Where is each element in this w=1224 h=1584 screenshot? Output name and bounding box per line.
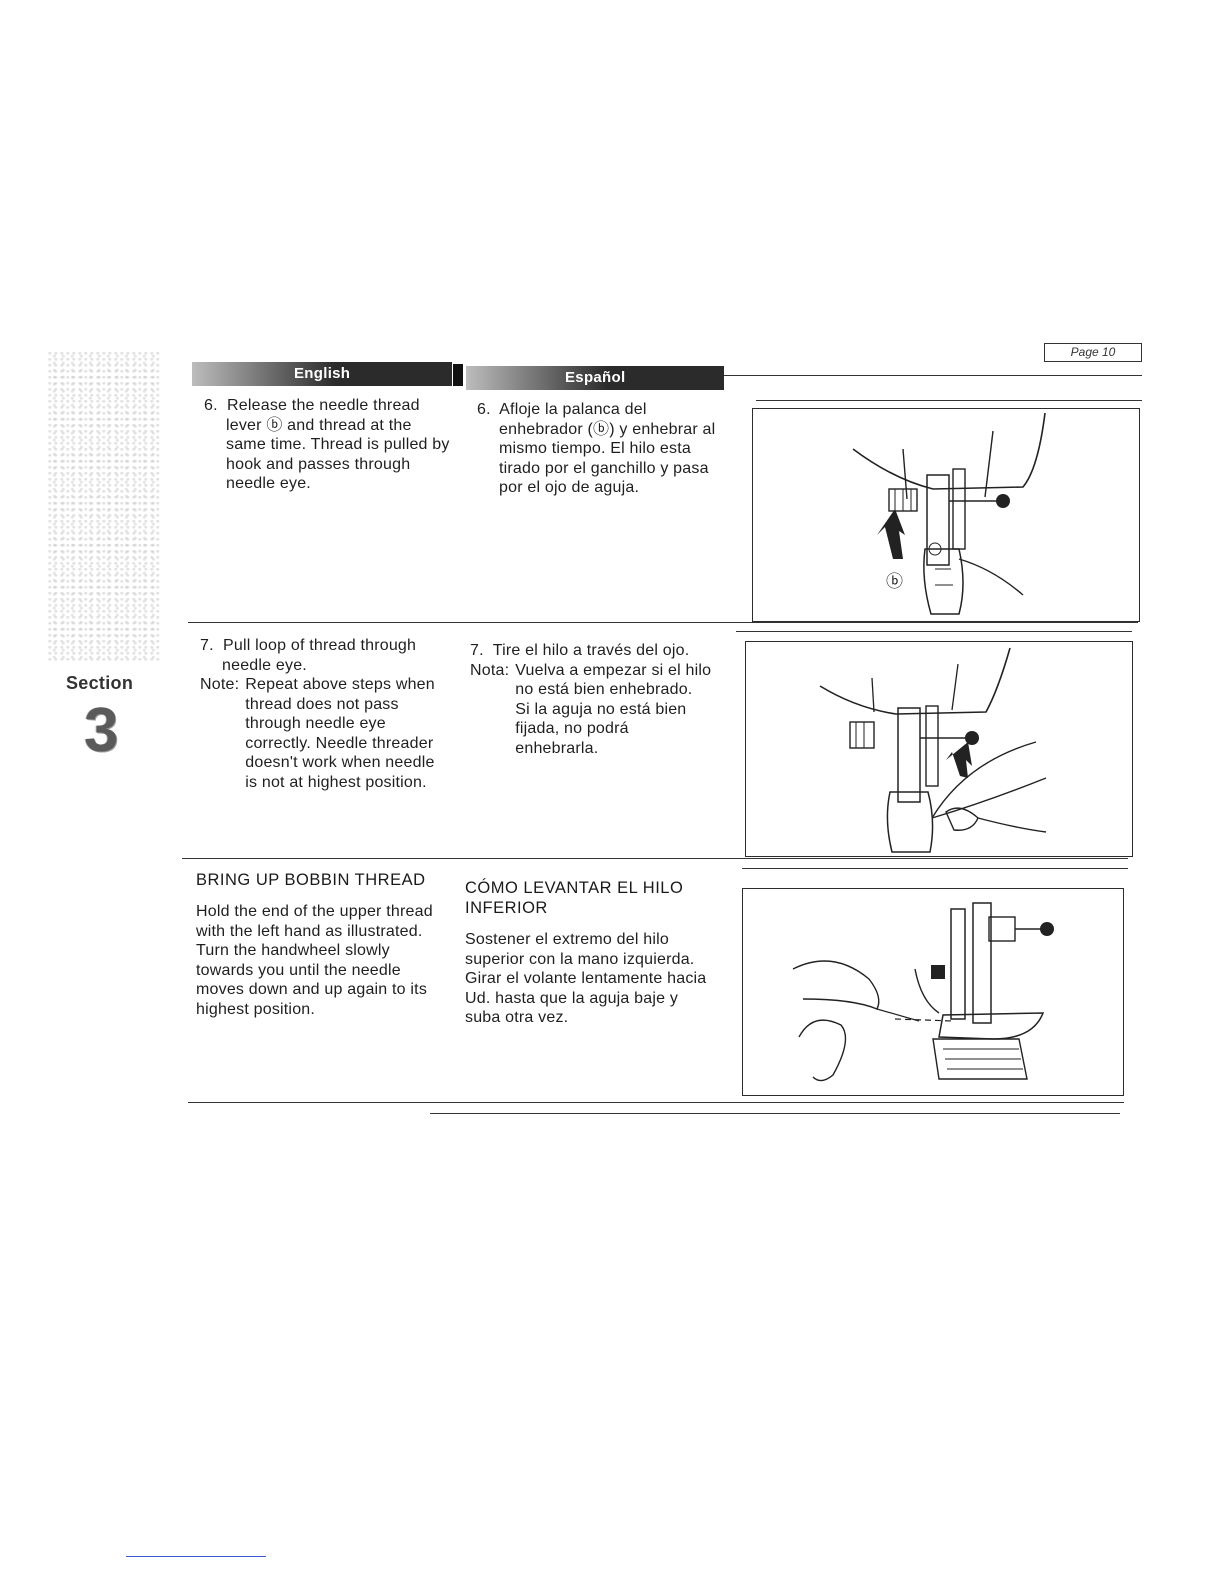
section-label: Section	[66, 673, 134, 693]
bobbin-es-p2: Girar el volante lentamente hacia Ud. ha…	[465, 970, 707, 1026]
header-rule	[724, 375, 1142, 376]
english-tab	[192, 362, 452, 386]
divider-2	[182, 858, 1128, 859]
figure1-top-rule	[756, 400, 1142, 401]
step6-en: 6. Release the needle thread lever ⓑ and…	[204, 396, 452, 494]
figure-pull-loop	[745, 641, 1133, 857]
figure1-label-b: ⓑ	[886, 572, 903, 591]
bobbin-en-p2: Turn the handwheel slowly towards you un…	[196, 942, 428, 1018]
section-number: 3	[84, 696, 119, 765]
divider-1b	[736, 631, 1132, 632]
step7-en-text: Pull loop of thread through needle eye.	[222, 637, 417, 674]
step7-es-num: 7.	[470, 642, 484, 659]
step6-es-text: Afloje la palanca del enhebrador (ⓑ) y e…	[499, 401, 716, 496]
step7-es-note-label: Nota:	[470, 661, 510, 679]
divider-3b	[430, 1113, 1120, 1114]
step7-en: 7. Pull loop of thread through needle ey…	[200, 636, 444, 792]
bobbin-es: CÓMO LEVANTAR EL HILO INFERIOR Sostener …	[465, 878, 715, 1028]
bobbin-thread-illustration	[792, 902, 1054, 1082]
step7-es-note-text-2: Si la aguja no está bien fijada, no podr…	[515, 700, 687, 757]
step6-es-num: 6.	[477, 401, 491, 418]
section-tab-texture	[48, 352, 160, 662]
figure-needle-threader	[752, 408, 1140, 622]
step7-es: 7. Tire el hilo a través del ojo. Nota: …	[470, 641, 714, 758]
footer-blue-line	[126, 1556, 266, 1557]
bobbin-en-p1: Hold the end of the upper thread with th…	[196, 903, 433, 940]
bobbin-es-title: CÓMO LEVANTAR EL HILO INFERIOR	[465, 879, 684, 917]
step6-en-text: Release the needle thread lever ⓑ and th…	[226, 397, 450, 492]
step7-en-note-text: Repeat above steps when thread does not …	[245, 676, 435, 791]
spanish-tab-label: Español	[565, 369, 626, 386]
step6-en-num: 6.	[204, 397, 218, 414]
divider-2b	[742, 868, 1128, 869]
english-tab-label: English	[294, 365, 351, 382]
tab-divider	[453, 364, 463, 386]
step7-es-note-text-1: Vuelva a empezar si el hilo no está bien…	[515, 661, 712, 699]
page-number: Page 10	[1044, 343, 1142, 362]
step6-es: 6. Afloje la palanca del enhebrador (ⓑ) …	[477, 400, 727, 498]
pull-loop-illustration	[819, 647, 1047, 853]
step7-en-note-label: Note:	[200, 676, 240, 693]
needle-threader-illustration	[852, 412, 1046, 615]
step7-en-num: 7.	[200, 637, 214, 654]
bobbin-en: BRING UP BOBBIN THREAD Hold the end of t…	[196, 870, 436, 1019]
spanish-tab	[466, 366, 724, 390]
bobbin-es-p1: Sostener el extremo del hilo superior co…	[465, 931, 695, 968]
figure-bobbin-thread	[742, 888, 1124, 1096]
divider-1	[188, 622, 1138, 623]
step7-es-text: Tire el hilo a través del ojo.	[492, 642, 690, 659]
divider-3	[188, 1102, 1124, 1103]
bobbin-en-title: BRING UP BOBBIN THREAD	[196, 871, 426, 889]
